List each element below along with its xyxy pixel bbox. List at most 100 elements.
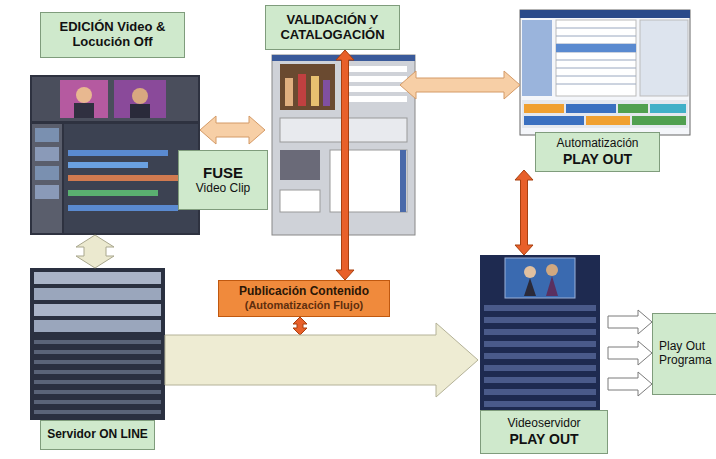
event-bar	[524, 104, 564, 113]
editing-panel: EDICIÓN Video & Locución Off	[30, 10, 200, 235]
form-field	[345, 86, 407, 92]
bin-column	[32, 124, 62, 233]
event-bar	[566, 104, 616, 113]
green-label-box: Servidor ON LINE	[40, 420, 155, 450]
editing-screenshot	[30, 75, 200, 235]
video-thumb	[280, 64, 335, 110]
rack-unit	[34, 272, 161, 284]
validation-panel: VALIDACIÓN Y CATALOGACIÓN	[265, 5, 400, 50]
form-field	[345, 66, 407, 72]
block-arrow	[608, 372, 652, 396]
dancer	[285, 78, 293, 106]
window-frame	[30, 75, 200, 235]
monitor	[505, 258, 575, 298]
green-label-box: Play Out Programa	[652, 313, 716, 395]
green-label-box: EDICIÓN Video & Locución Off	[40, 12, 185, 58]
block-arrow	[515, 170, 533, 255]
bin-thumb	[35, 147, 59, 161]
label-text: PLAY OUT	[563, 151, 632, 167]
green-label-box: FUSEVideo Clip	[178, 150, 268, 210]
bin-thumb	[35, 166, 59, 180]
face	[132, 88, 148, 104]
rack-frame	[30, 268, 165, 420]
bin-thumb	[35, 185, 59, 199]
dancer	[323, 80, 330, 106]
server-rack	[30, 268, 165, 420]
scroll-bar	[400, 150, 406, 212]
flow-arrow	[293, 317, 307, 335]
block-arrow	[165, 323, 478, 397]
body	[130, 104, 150, 118]
table-rows	[556, 28, 636, 84]
server-panel: Servidor ON LINE	[30, 268, 165, 452]
label-text: FUSE	[203, 164, 243, 181]
track	[68, 205, 178, 211]
label-text: Video Clip	[196, 182, 250, 196]
process-box: Publicación Contenido(Automatización Flu…	[218, 280, 390, 317]
video-server-panel: VideoservidorPLAY OUT	[478, 255, 608, 455]
preview	[280, 150, 320, 180]
list-box	[280, 190, 320, 212]
event-bar	[650, 104, 686, 113]
label-text: Play Out Programa	[659, 340, 712, 368]
event-bar	[618, 104, 648, 113]
track	[68, 175, 188, 181]
block-arrow	[336, 50, 354, 280]
video-thumb	[60, 80, 108, 118]
form-field	[345, 76, 407, 82]
event-bar	[632, 116, 686, 125]
automation-panel: AutomatizaciónPLAY OUT	[520, 10, 690, 170]
label-text: Publicación Contenido	[239, 285, 369, 299]
figure	[524, 278, 536, 296]
label-text: VALIDACIÓN Y CATALOGACIÓN	[272, 13, 393, 43]
label-text: EDICIÓN Video & Locución Off	[47, 20, 178, 50]
output-box: Play Out Programa	[652, 313, 716, 395]
label-text: (Automatización Flujo)	[245, 299, 364, 312]
playlist	[556, 20, 636, 96]
figure	[546, 276, 558, 296]
track	[68, 150, 168, 156]
face	[76, 87, 92, 103]
track	[68, 162, 148, 168]
dancer	[298, 74, 306, 106]
rack-units	[484, 308, 596, 404]
figure	[546, 264, 558, 276]
event-bar	[524, 116, 584, 125]
block-arrow	[400, 71, 520, 99]
track	[68, 190, 158, 196]
label-text: Servidor ON LINE	[47, 428, 148, 442]
dancer	[311, 76, 319, 106]
automation-screenshot	[520, 10, 690, 135]
rack-unit	[34, 320, 161, 332]
side-panel	[640, 20, 688, 96]
label-text: PLAY OUT	[509, 431, 578, 447]
green-label-box: VideoservidorPLAY OUT	[480, 410, 608, 454]
green-label-box: AutomatizaciónPLAY OUT	[535, 132, 660, 172]
form-field	[345, 96, 407, 102]
process-box: FUSEVideo Clip	[178, 150, 268, 210]
window-frame	[520, 10, 690, 135]
body	[74, 103, 94, 118]
rack-unit	[34, 304, 161, 316]
monitor-strip	[32, 77, 198, 121]
vent-rows	[34, 342, 161, 412]
selected-row	[556, 44, 636, 52]
rack-unit	[34, 288, 161, 300]
list-column	[522, 20, 552, 96]
figure	[524, 266, 536, 278]
block-arrow	[608, 341, 652, 365]
label-text: Videoservidor	[507, 417, 580, 431]
title-bar	[520, 10, 690, 18]
block-arrow	[200, 116, 265, 144]
video-thumb	[114, 80, 166, 118]
event-bar	[586, 116, 630, 125]
block-arrow	[76, 235, 114, 268]
label-text: Automatización	[556, 137, 638, 151]
bin-thumb	[35, 128, 59, 142]
rack-frame	[480, 255, 600, 410]
video-server	[480, 255, 600, 410]
timeline	[522, 100, 688, 128]
block-arrow	[608, 310, 652, 334]
